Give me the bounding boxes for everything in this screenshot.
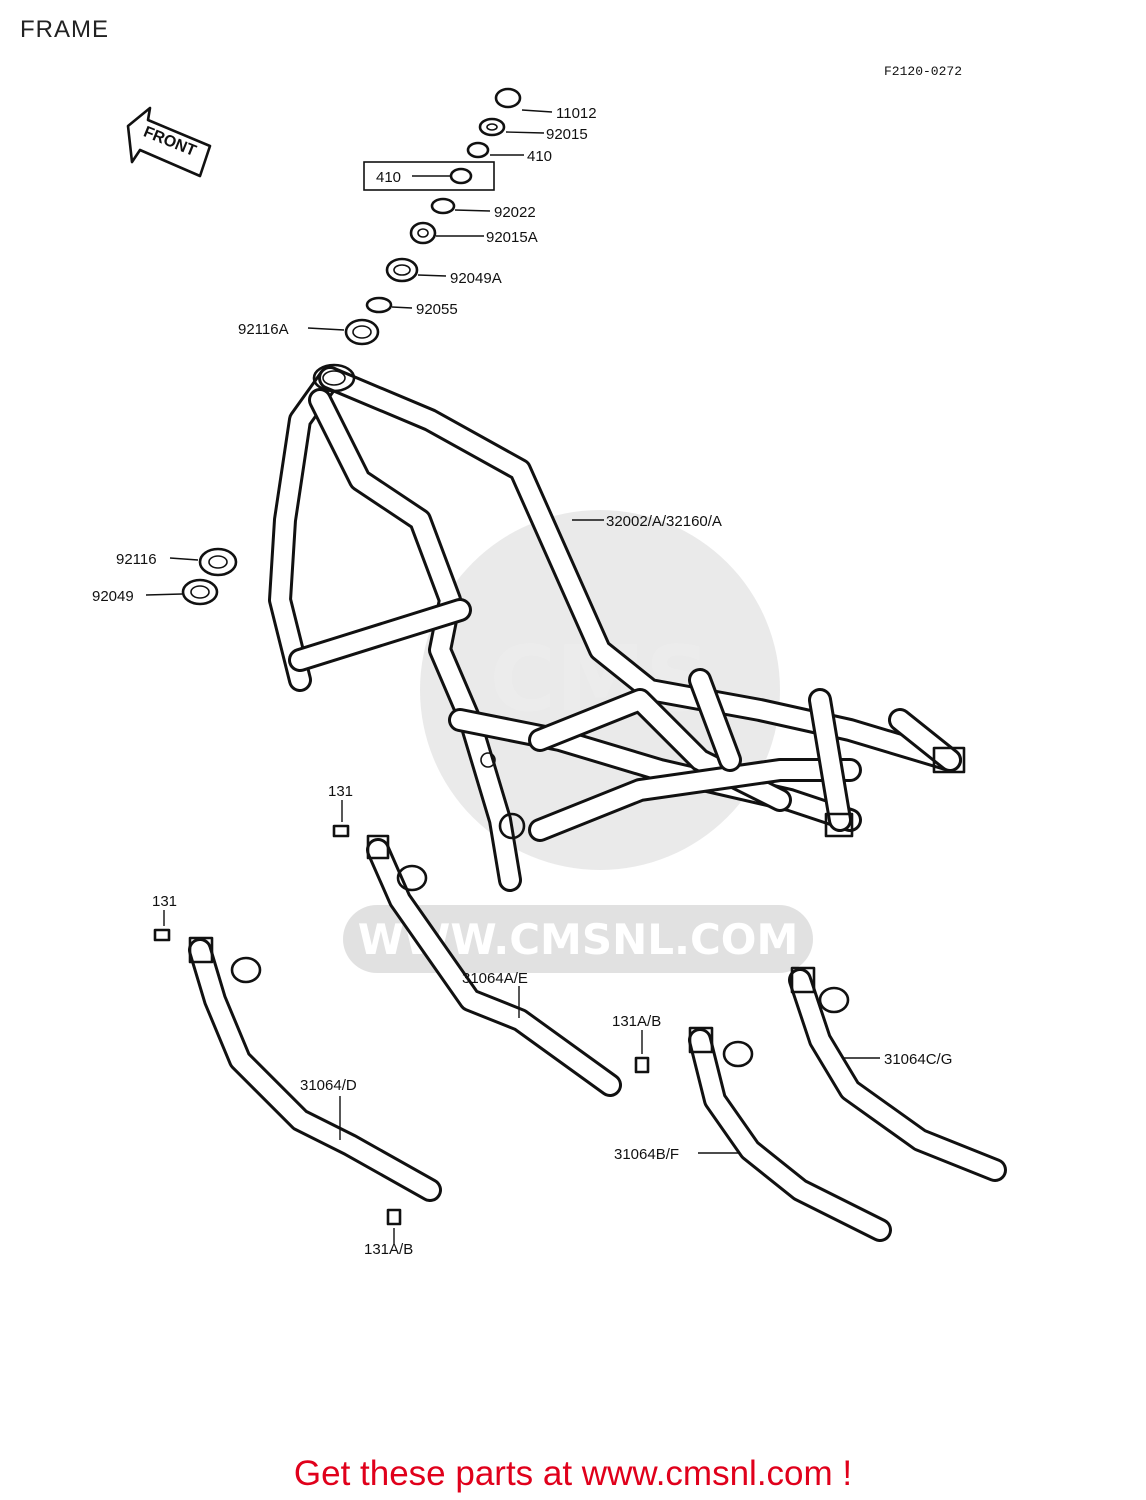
swingarm-pivot-icon — [498, 812, 526, 840]
bolt-131-alt-icon — [153, 910, 171, 942]
oring-92055-icon — [365, 296, 393, 314]
nut-92015A-icon — [409, 221, 437, 245]
page-title: FRAME — [20, 16, 109, 43]
callout-92015: 92015 — [546, 126, 588, 143]
bearing-92116-icon — [198, 547, 238, 577]
main-frame — [268, 363, 966, 892]
front-arrow-icon: FRONT — [126, 106, 212, 178]
callout-131-alt: 131 — [152, 893, 177, 910]
callout-labels: 11012 92015 410 410 92022 92015A 92049A … — [92, 105, 952, 1258]
callout-11012: 11012 — [556, 105, 597, 122]
seal-92049A-icon — [385, 257, 419, 283]
callout-92049A: 92049A — [450, 270, 502, 287]
callout-31064D: 31064/D — [300, 1077, 357, 1094]
callout-92055: 92055 — [416, 301, 458, 318]
callout-410: 410 — [527, 148, 552, 165]
nut-92015-icon — [478, 117, 506, 137]
bolt-131AB-icon — [634, 1030, 650, 1074]
steering-parts — [145, 87, 553, 606]
callout-131AB-alt: 131A/B — [364, 1241, 413, 1258]
callout-92116: 92116 — [116, 551, 157, 568]
lockwasher-92022-icon — [430, 197, 456, 215]
callout-131AB: 131A/B — [612, 1013, 661, 1030]
callout-92015A: 92015A — [486, 229, 538, 246]
bolt-131-icon — [332, 800, 350, 838]
callout-92022: 92022 — [494, 204, 536, 221]
footer-link[interactable]: Get these parts at www.cmsnl.com ! — [293, 1454, 853, 1493]
callout-92049: 92049 — [92, 588, 134, 605]
diagram-code: F2120-0272 — [884, 64, 963, 79]
callout-410-boxed: 410 — [376, 169, 401, 186]
callout-31064BF: 31064B/F — [614, 1146, 679, 1163]
bearing-92116A-icon — [344, 318, 380, 346]
lower-rails — [153, 800, 1007, 1244]
washer-410-alt-icon — [449, 167, 473, 185]
callout-31064AE: 31064A/E — [462, 970, 528, 987]
callout-31064CG: 31064C/G — [884, 1051, 952, 1068]
cap-11012-icon — [494, 87, 522, 109]
seal-92049-icon — [181, 578, 219, 606]
callout-131: 131 — [328, 783, 353, 800]
washer-410-icon — [466, 141, 490, 159]
callout-32002: 32002/A/32160/A — [606, 513, 722, 530]
callout-92116A: 92116A — [238, 321, 289, 338]
steering-head-icon — [312, 363, 356, 393]
bolt-131AB-alt-icon — [386, 1208, 402, 1244]
